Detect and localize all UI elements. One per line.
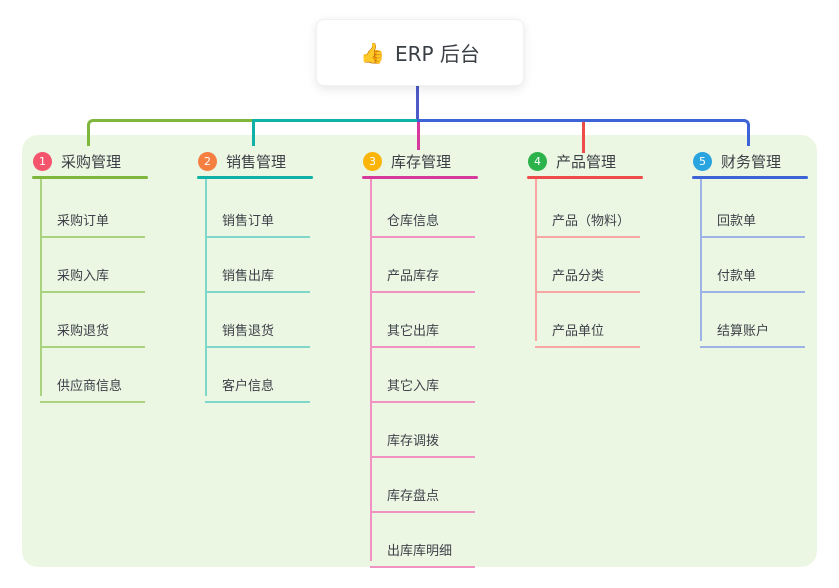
branch-number-badge: 2 bbox=[198, 151, 217, 171]
connector-branch-5 bbox=[417, 119, 750, 146]
branch-underline bbox=[527, 176, 643, 179]
branch-2-销售管理: 2 销售管理销售订单销售出库销售退货客户信息 bbox=[197, 148, 347, 403]
branch-header[interactable]: 2 销售管理 bbox=[197, 148, 347, 174]
branch-item-采购入库[interactable]: 采购入库 bbox=[40, 258, 145, 293]
branch-vertical-line bbox=[205, 179, 207, 396]
branch-item-采购订单[interactable]: 采购订单 bbox=[40, 203, 145, 238]
connector-branch-1 bbox=[86, 119, 253, 146]
branch-item-销售出库[interactable]: 销售出库 bbox=[205, 258, 310, 293]
branch-header[interactable]: 1 采购管理 bbox=[32, 148, 182, 174]
branch-item-产品（物料）[interactable]: 产品（物料） bbox=[535, 203, 640, 238]
connector-branch-3 bbox=[416, 122, 420, 150]
branch-5-财务管理: 5 财务管理回款单付款单结算账户 bbox=[692, 148, 839, 348]
branch-item-库存盘点[interactable]: 库存盘点 bbox=[370, 478, 475, 513]
branch-number-badge: 3 bbox=[363, 151, 382, 171]
branch-item-结算账户[interactable]: 结算账户 bbox=[700, 313, 805, 348]
branch-vertical-line bbox=[535, 179, 537, 341]
branch-item-回款单[interactable]: 回款单 bbox=[700, 203, 805, 238]
root-connector-line bbox=[416, 84, 419, 122]
branch-number-badge: 1 bbox=[33, 151, 52, 171]
branch-item-其它出库[interactable]: 其它出库 bbox=[370, 313, 475, 348]
connector-branch-2 bbox=[251, 119, 418, 146]
branch-4-产品管理: 4 产品管理产品（物料） 产品分类产品单位 bbox=[527, 148, 677, 348]
branch-item-销售退货[interactable]: 销售退货 bbox=[205, 313, 310, 348]
root-node-erp[interactable]: 👍 ERP 后台 bbox=[316, 19, 524, 86]
branch-item-出库库明细[interactable]: 出库库明细 bbox=[370, 533, 475, 568]
branch-header[interactable]: 4 产品管理 bbox=[527, 148, 677, 174]
branch-1-采购管理: 1 采购管理采购订单采购入库采购退货供应商信息 bbox=[32, 148, 182, 403]
branch-underline bbox=[692, 176, 808, 179]
branch-title: 销售管理 bbox=[226, 152, 287, 171]
branch-3-库存管理: 3 库存管理仓库信息产品库存其它出库其它入库库存调拨库存盘点出库库明细 bbox=[362, 148, 512, 568]
branch-vertical-line bbox=[700, 179, 702, 341]
branch-item-产品分类[interactable]: 产品分类 bbox=[535, 258, 640, 293]
branch-item-供应商信息[interactable]: 供应商信息 bbox=[40, 368, 145, 403]
thumbs-up-icon: 👍 bbox=[360, 40, 385, 65]
branch-item-其它入库[interactable]: 其它入库 bbox=[370, 368, 475, 403]
branch-title: 产品管理 bbox=[556, 152, 617, 171]
branch-vertical-line bbox=[40, 179, 42, 396]
branch-underline bbox=[32, 176, 148, 179]
branch-underline bbox=[362, 176, 478, 179]
branch-item-销售订单[interactable]: 销售订单 bbox=[205, 203, 310, 238]
branch-item-仓库信息[interactable]: 仓库信息 bbox=[370, 203, 475, 238]
connector-branch-4 bbox=[581, 120, 585, 153]
branch-number-badge: 4 bbox=[528, 151, 547, 171]
branch-item-产品单位[interactable]: 产品单位 bbox=[535, 313, 640, 348]
branch-title: 财务管理 bbox=[721, 152, 782, 171]
branch-item-客户信息[interactable]: 客户信息 bbox=[205, 368, 310, 403]
branch-title: 库存管理 bbox=[391, 152, 452, 171]
branch-underline bbox=[197, 176, 313, 179]
branch-header[interactable]: 5 财务管理 bbox=[692, 148, 839, 174]
branch-vertical-line bbox=[370, 179, 372, 561]
root-node-label: ERP 后台 bbox=[394, 42, 480, 66]
branches-background-panel bbox=[22, 135, 817, 567]
branch-item-付款单[interactable]: 付款单 bbox=[700, 258, 805, 293]
branch-item-库存调拨[interactable]: 库存调拨 bbox=[370, 423, 475, 458]
branch-header[interactable]: 3 库存管理 bbox=[362, 148, 512, 174]
branch-number-badge: 5 bbox=[693, 151, 712, 171]
branch-item-产品库存[interactable]: 产品库存 bbox=[370, 258, 475, 293]
branch-item-采购退货[interactable]: 采购退货 bbox=[40, 313, 145, 348]
branch-title: 采购管理 bbox=[61, 152, 122, 171]
